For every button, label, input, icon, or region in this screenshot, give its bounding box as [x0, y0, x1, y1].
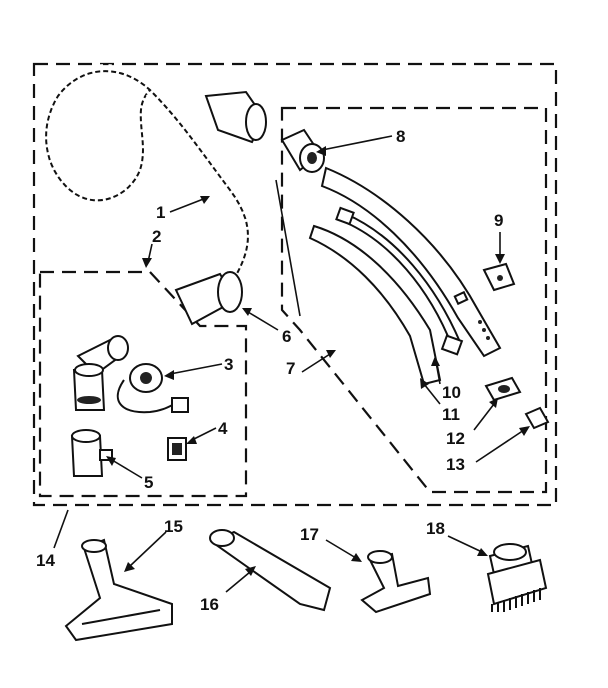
callout-16: 16 [200, 595, 219, 614]
callout-4: 4 [218, 419, 228, 438]
callout-10: 10 [442, 383, 461, 402]
screw-part [524, 406, 550, 430]
cord-assembly [116, 363, 189, 414]
callout-15: 15 [164, 517, 183, 536]
switch-part [167, 437, 187, 461]
callout-6: 6 [282, 327, 291, 346]
outer-assembly-border [32, 62, 558, 507]
collar-part [70, 429, 113, 477]
callout-8: 8 [396, 127, 405, 146]
callout-7: 7 [286, 359, 295, 378]
callout-13: 13 [446, 455, 465, 474]
callout-11: 11 [442, 405, 460, 424]
dusting-brush [486, 543, 548, 612]
callout-12: 12 [446, 429, 465, 448]
upholstery-nozzle [360, 550, 432, 614]
callout-1: 1 [156, 203, 165, 222]
hose-end-border [38, 270, 248, 498]
hose [39, 64, 255, 307]
callout-17: 17 [300, 525, 319, 544]
callout-2: 2 [152, 227, 161, 246]
callout-9: 9 [494, 211, 503, 230]
wand-lower [308, 206, 464, 386]
wand-assembly-border [280, 106, 548, 494]
callout-3: 3 [224, 355, 233, 374]
callout-18: 18 [426, 519, 445, 538]
hose-lower-cuff [174, 271, 243, 326]
crevice-tool [209, 529, 332, 612]
callout-5: 5 [144, 473, 153, 492]
latch-part [484, 376, 522, 402]
leader-lines [53, 135, 530, 593]
swivel-handle [72, 335, 129, 411]
floor-nozzle [64, 538, 173, 642]
clip-part [482, 262, 516, 292]
wand-upper [320, 166, 502, 358]
hose-upper-cuff [204, 90, 267, 144]
callout-14: 14 [36, 551, 55, 570]
